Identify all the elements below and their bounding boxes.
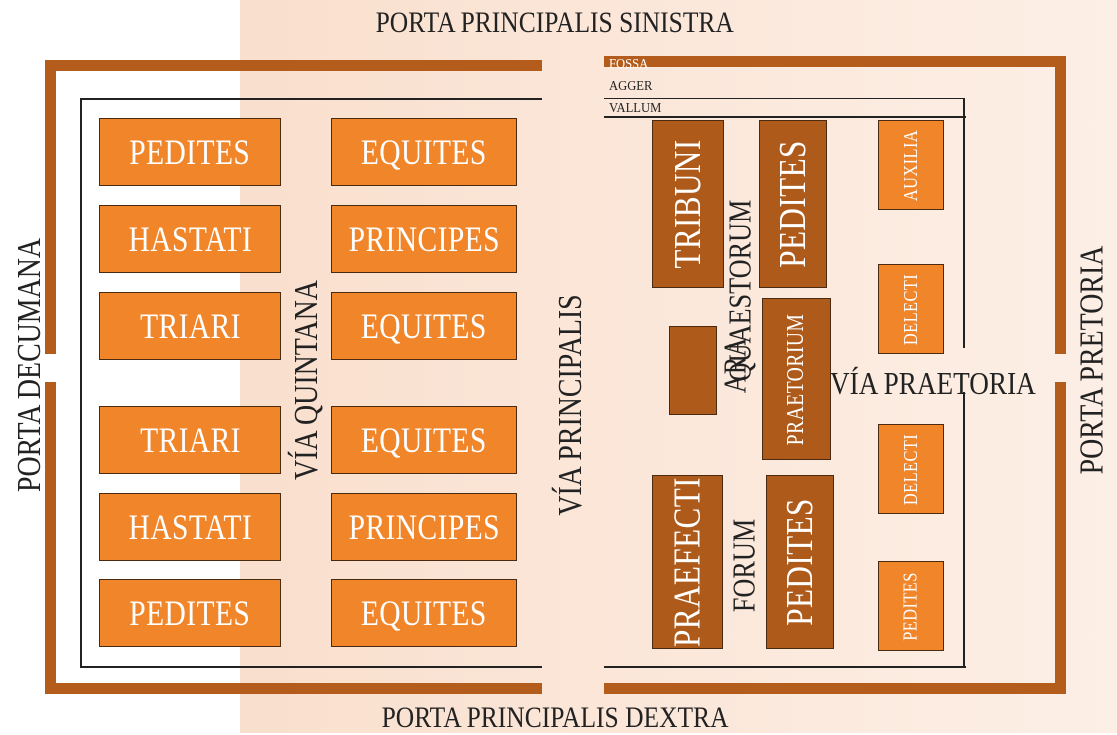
wall-top-right [604, 56, 1066, 67]
vallum-label: VALLUM [609, 101, 662, 116]
unit-equites: EQUITES [331, 406, 517, 474]
unit-pedites-bottom: PEDITES [766, 475, 834, 649]
ara-label: ARA [716, 337, 753, 393]
vallum-bottom-left [80, 666, 542, 668]
wall-right-upper [1055, 56, 1066, 354]
agger-line [604, 98, 964, 99]
unit-hastati: HASTATI [99, 205, 281, 273]
unit-equites: EQUITES [331, 579, 517, 647]
vallum-right-upper [963, 98, 965, 348]
unit-equites: EQUITES [331, 118, 517, 186]
wall-bottom-right [604, 683, 1066, 694]
unit-pedites: PEDITES [99, 579, 281, 647]
via-quintana-label: VÍA QUINTANA [288, 280, 325, 480]
wall-top-left [45, 60, 542, 71]
unit-equites: EQUITES [331, 292, 517, 360]
gate-bottom-label: PORTA PRINCIPALIS DEXTRA [381, 701, 729, 734]
gate-right-label: PORTA PRETORIA [1073, 245, 1111, 475]
wall-left-upper [45, 60, 56, 354]
wall-bottom-left [45, 683, 542, 694]
unit-praefecti: PRAEFECTI [652, 475, 723, 649]
vallum-top-left [80, 98, 542, 100]
unit-praetorium: PRAETORIUM [762, 298, 831, 460]
unit-triari: TRIARI [99, 292, 281, 360]
vallum-top-right [604, 116, 966, 118]
unit-tribuni: TRIBUNI [652, 120, 724, 288]
unit-triari: TRIARI [99, 406, 281, 474]
unit-principes: PRINCIPES [331, 493, 517, 561]
vallum-left [80, 98, 82, 668]
unit-principes: PRINCIPES [331, 205, 517, 273]
unit-hastati: HASTATI [99, 493, 281, 561]
via-praetoria-label: VÍA PRAETORIA [830, 365, 1036, 401]
via-principalis-label: VÍA PRINCIPALIS [552, 294, 590, 516]
gate-top-label: PORTA PRINCIPALIS SINISTRA [375, 6, 735, 39]
unit-delecti: DELECTI [878, 264, 944, 354]
unit-auxilia: AUXILIA [878, 120, 944, 210]
unit-pedites: PEDITES [99, 118, 281, 186]
vallum-bottom-right [604, 666, 966, 668]
wall-left-lower [45, 382, 56, 694]
wall-right-lower [1055, 382, 1066, 694]
forum-label: FORUM [725, 518, 762, 612]
ara-altar [669, 326, 717, 415]
unit-pedites-small: PEDITES [878, 561, 944, 651]
unit-pedites-top: PEDITES [759, 120, 827, 288]
fossa-label: FOSSA [609, 57, 649, 72]
agger-label: AGGER [609, 79, 653, 94]
unit-delecti: DELECTI [878, 424, 944, 514]
vallum-right-lower [963, 392, 965, 667]
